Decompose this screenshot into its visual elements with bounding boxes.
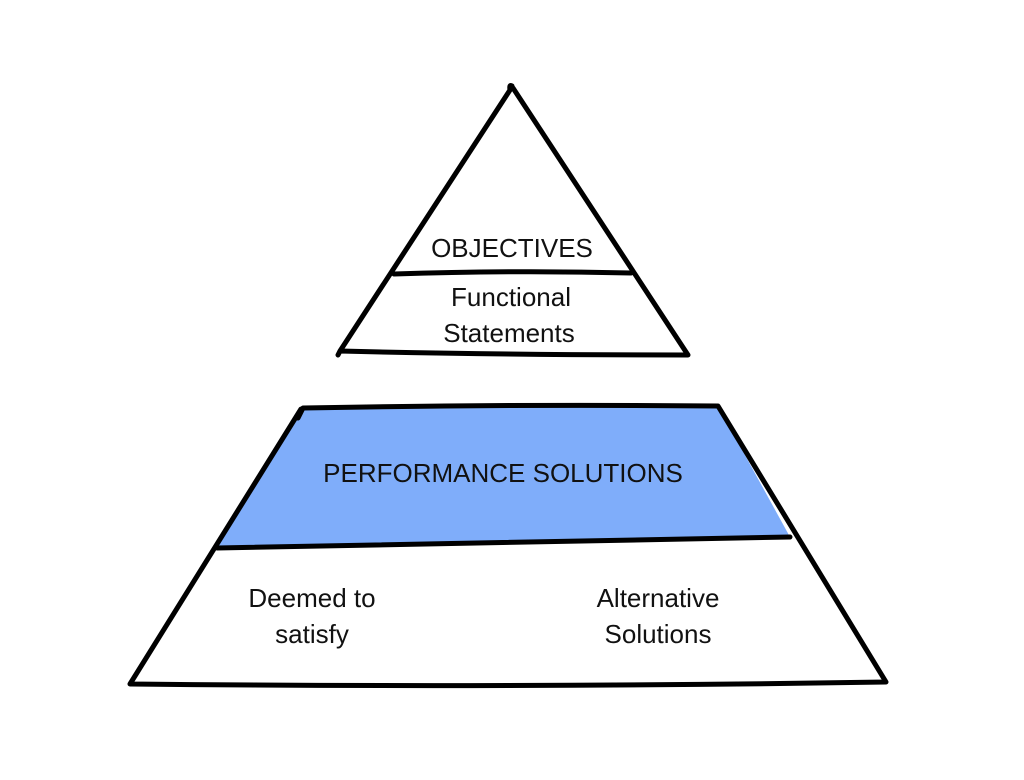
- performance-divider: [214, 534, 793, 551]
- deemed-to-satisfy-line1: Deemed to: [248, 583, 375, 613]
- performance-solutions-band: [217, 406, 790, 548]
- top-triangle: OBJECTIVES Functional Statements: [335, 83, 691, 358]
- performance-solutions-label: PERFORMANCE SOLUTIONS: [323, 458, 683, 488]
- objectives-divider: [391, 269, 634, 277]
- top-triangle-outline: [335, 83, 691, 358]
- functional-statements-line1: Functional: [451, 282, 571, 312]
- trapezoid-outline: [127, 402, 889, 689]
- objectives-label: OBJECTIVES: [431, 233, 593, 263]
- bottom-trapezoid: PERFORMANCE SOLUTIONS Deemed to satisfy …: [127, 402, 889, 689]
- alternative-solutions-line1: Alternative: [597, 583, 720, 613]
- functional-statements-line2: Statements: [443, 318, 575, 348]
- alternative-solutions-line2: Solutions: [605, 619, 712, 649]
- deemed-to-satisfy-line2: satisfy: [275, 619, 349, 649]
